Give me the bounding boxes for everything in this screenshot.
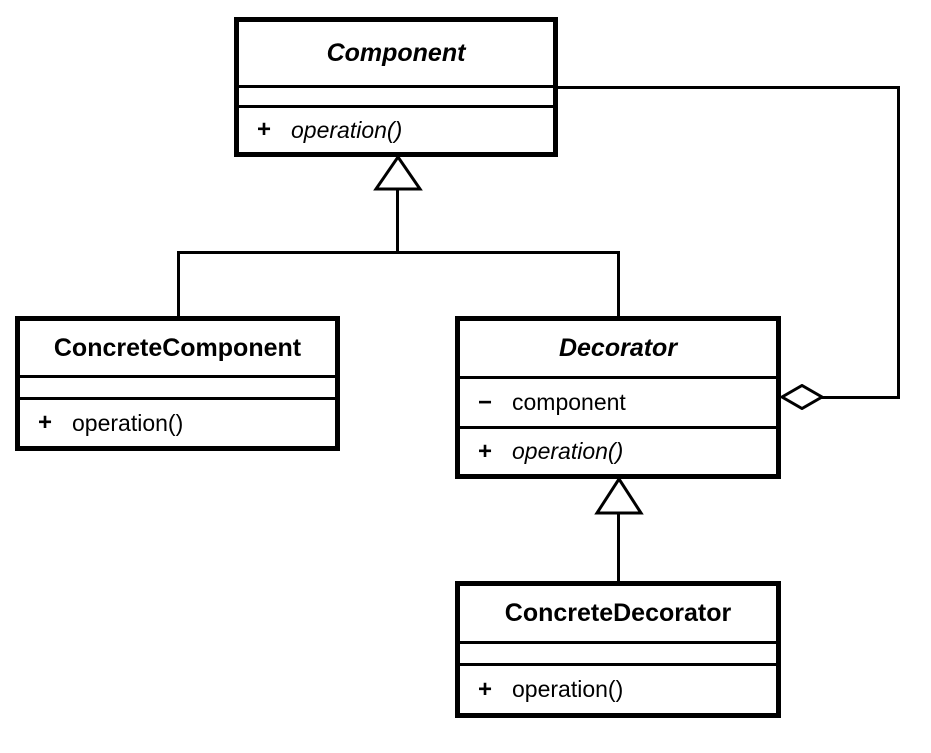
aggregation-line-right <box>897 86 900 397</box>
operation-label: operation() <box>291 116 403 143</box>
generalization-fork-bar <box>177 251 620 254</box>
operation-row-component[interactable]: + operation() <box>239 105 553 152</box>
attributes-compartment-component <box>239 85 553 105</box>
class-name-concrete-component: ConcreteComponent <box>20 321 335 375</box>
attribute-row-decorator[interactable]: − component <box>460 376 776 426</box>
attributes-compartment-concrete-decorator <box>460 641 776 663</box>
attribute-label: component <box>512 389 626 415</box>
class-box-decorator[interactable]: Decorator − component + operation() <box>455 316 781 479</box>
visibility-marker: + <box>478 437 493 465</box>
generalization-drop-decorator <box>617 251 620 317</box>
class-box-concrete-component[interactable]: ConcreteComponent + operation() <box>15 316 340 451</box>
class-box-concrete-decorator[interactable]: ConcreteDecorator + operation() <box>455 581 781 718</box>
operation-label: operation() <box>512 438 624 464</box>
generalization-riser-component <box>396 188 399 253</box>
visibility-marker: − <box>478 388 493 416</box>
class-name-component: Component <box>239 22 553 85</box>
aggregation-diamond-icon <box>781 384 823 410</box>
class-name-concrete-decorator: ConcreteDecorator <box>460 586 776 641</box>
operation-label: operation() <box>72 409 184 436</box>
visibility-marker: + <box>38 409 53 436</box>
operation-row-decorator[interactable]: + operation() <box>460 426 776 474</box>
generalization-riser-decorator <box>617 512 620 582</box>
generalization-drop-concrete-component <box>177 251 180 317</box>
class-box-component[interactable]: Component + operation() <box>234 17 558 157</box>
aggregation-line-top <box>556 86 900 89</box>
operation-row-concrete-decorator[interactable]: + operation() <box>460 663 776 713</box>
visibility-marker: + <box>478 675 493 703</box>
operation-label: operation() <box>512 676 624 702</box>
visibility-marker: + <box>257 116 272 143</box>
class-name-decorator: Decorator <box>460 321 776 376</box>
aggregation-line-bottom <box>820 396 900 399</box>
operation-row-concrete-component[interactable]: + operation() <box>20 397 335 446</box>
attributes-compartment-concrete-component <box>20 375 335 397</box>
